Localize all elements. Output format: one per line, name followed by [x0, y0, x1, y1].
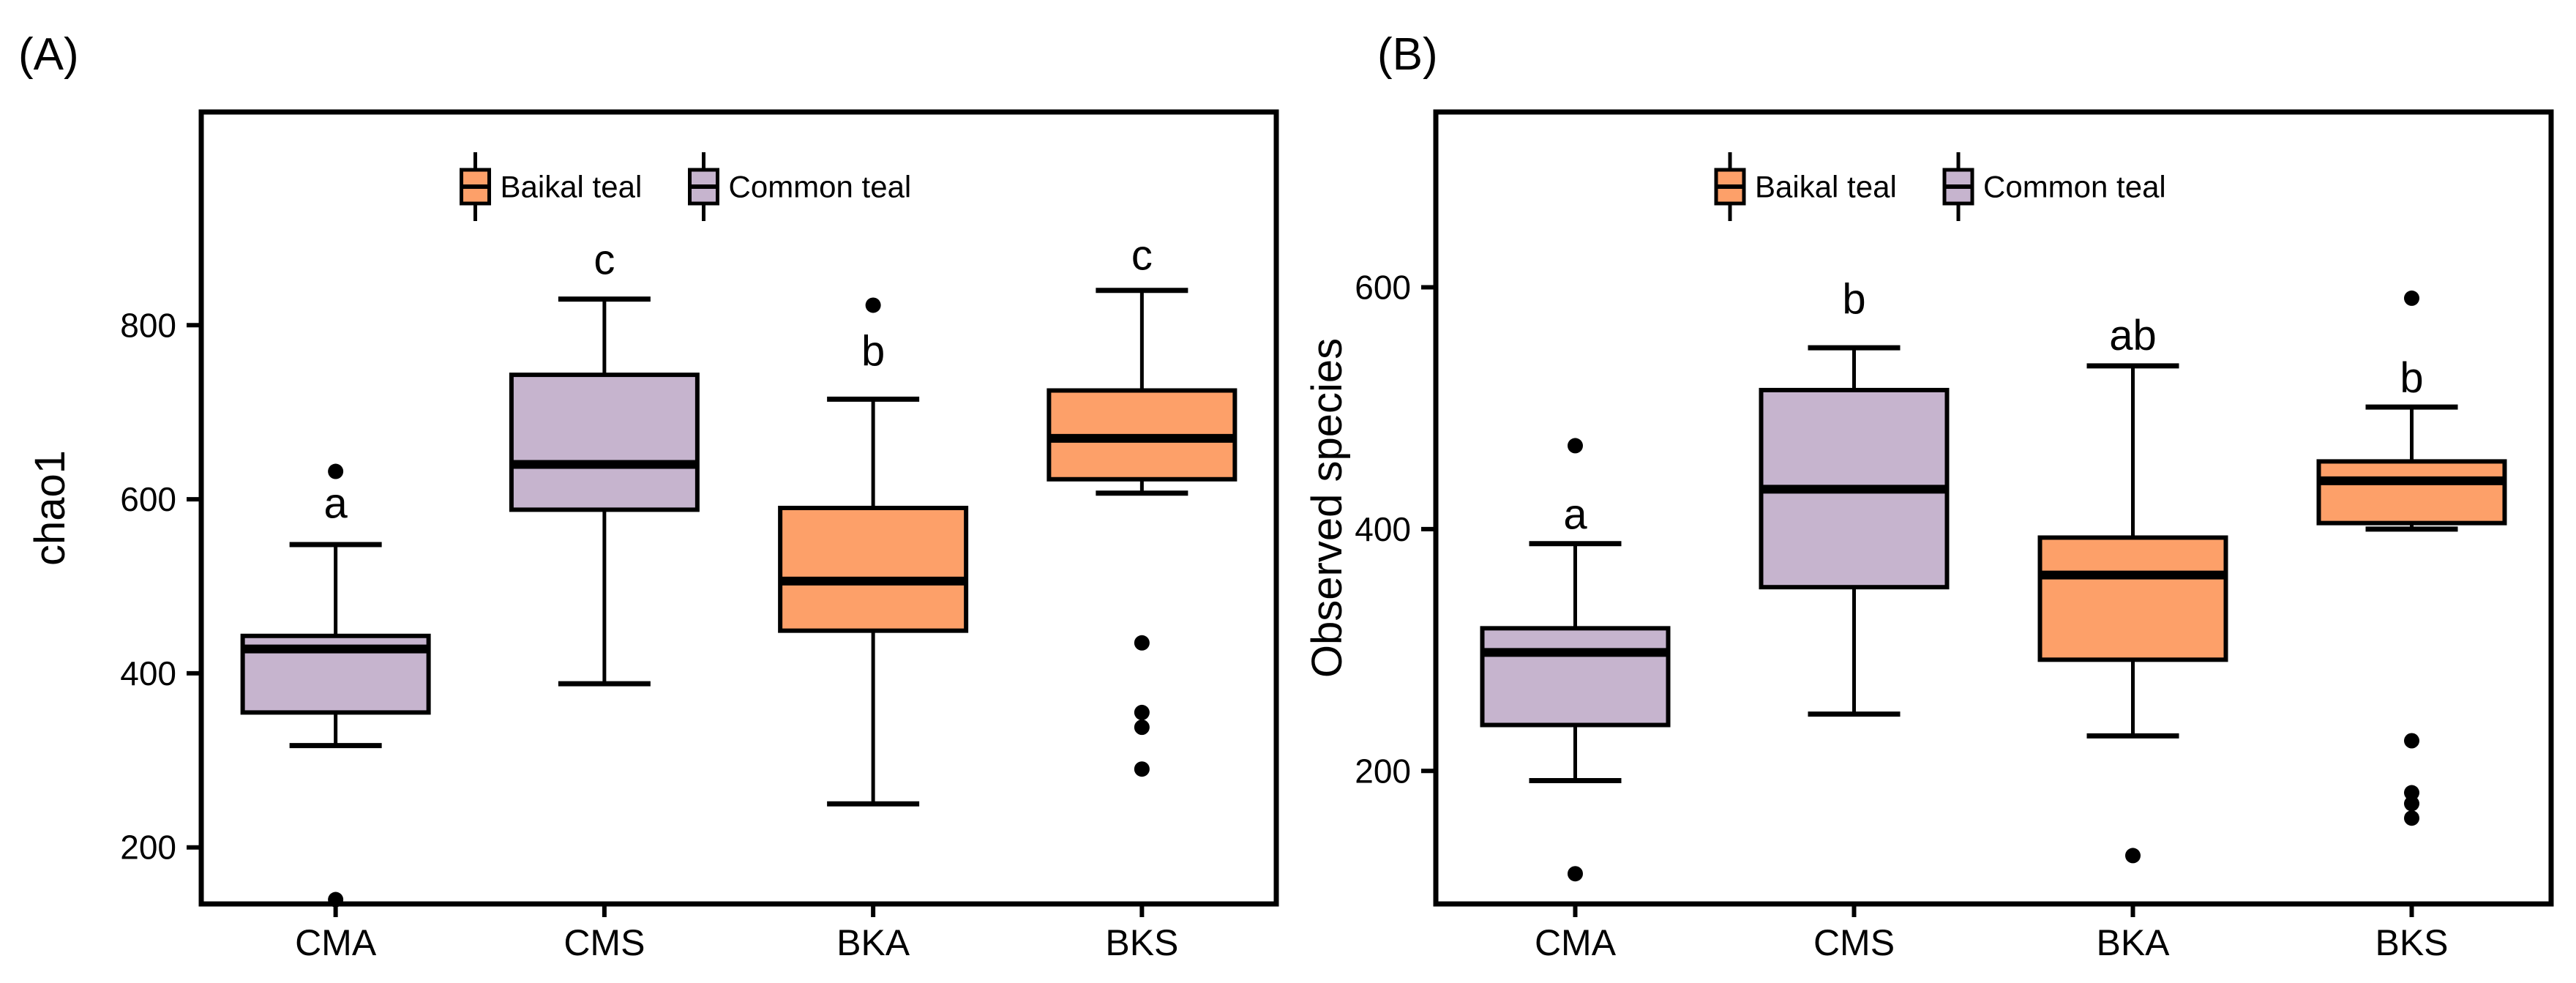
legend-label: Baikal teal	[501, 170, 643, 204]
outlier-dot	[2404, 733, 2419, 749]
outlier-dot	[1134, 761, 1150, 777]
legend: Baikal teal Common teal	[1714, 152, 2166, 221]
legend-label: Common teal	[729, 170, 912, 204]
boxplot-group-CMS: b	[1759, 276, 1950, 717]
y-tick-label: 200	[1355, 752, 1411, 790]
outlier-dot	[1134, 720, 1150, 736]
significance-letter: a	[323, 480, 348, 528]
y-tick-label: 600	[1355, 269, 1411, 307]
legend-key-common-teal	[688, 152, 719, 221]
y-tick-label: 400	[120, 654, 176, 692]
iqr-box	[2316, 459, 2507, 526]
outlier-dot	[2404, 290, 2419, 306]
significance-letter: c	[1131, 232, 1153, 280]
y-tick-label: 800	[120, 306, 176, 344]
x-tick-label: BKA	[2096, 922, 2170, 963]
significance-letter: ab	[2109, 312, 2157, 359]
significance-letter: b	[1842, 276, 1865, 324]
boxplot-group-CMA: a	[240, 463, 431, 908]
x-tick-label: BKA	[836, 922, 910, 963]
outlier-dot	[328, 892, 344, 908]
y-tick-label: 400	[1355, 510, 1411, 548]
legend-key-common-teal	[1942, 152, 1974, 221]
legend-key-baikal-teal	[460, 152, 491, 221]
boxplot-group-BKS: b	[2316, 290, 2507, 826]
significance-letter: b	[2400, 354, 2423, 402]
significance-letter: a	[1563, 491, 1587, 539]
iqr-box	[509, 373, 700, 512]
x-tick-label: CMS	[564, 922, 645, 963]
legend-key-baikal-teal	[1714, 152, 1746, 221]
outlier-dot	[2404, 785, 2419, 801]
significance-letter: c	[594, 236, 615, 284]
legend: Baikal teal Common teal	[460, 152, 912, 221]
iqr-box	[778, 506, 969, 633]
plot-border	[198, 109, 1279, 907]
boxplot-group-BKS: c	[1046, 232, 1238, 777]
outlier-dot	[1134, 635, 1150, 651]
y-tick-label: 200	[120, 829, 176, 867]
legend-label: Common teal	[1983, 170, 2166, 204]
panel-tag: (B)	[1377, 29, 1438, 80]
outlier-dot	[865, 297, 881, 313]
x-tick-label: CMA	[1535, 922, 1617, 963]
outlier-dot	[1568, 438, 1583, 454]
significance-letter: b	[861, 327, 885, 375]
boxplot-group-BKA: ab	[2037, 312, 2228, 864]
outlier-dot	[328, 463, 344, 479]
x-tick-label: CMS	[1813, 922, 1895, 963]
outlier-dot	[2404, 810, 2419, 826]
boxplot-group-CMS: c	[509, 236, 700, 687]
outlier-dot	[1134, 704, 1150, 720]
y-tick-label: 600	[120, 480, 176, 518]
iqr-box	[2037, 535, 2228, 662]
y-axis-title: chao1	[26, 450, 74, 566]
x-tick-label: BKS	[2375, 922, 2448, 963]
boxplot-group-CMA: a	[1480, 438, 1671, 882]
y-axis-title: Observed species	[1303, 338, 1351, 678]
boxplot-group-BKA: b	[778, 297, 969, 807]
outlier-dot	[1568, 866, 1583, 882]
legend-label: Baikal teal	[1755, 170, 1897, 204]
iqr-box	[1480, 626, 1671, 728]
panel-tag: (A)	[18, 29, 79, 80]
outlier-dot	[2404, 796, 2419, 812]
outlier-dot	[2125, 848, 2141, 864]
x-tick-label: BKS	[1105, 922, 1178, 963]
x-tick-label: CMA	[295, 922, 377, 963]
